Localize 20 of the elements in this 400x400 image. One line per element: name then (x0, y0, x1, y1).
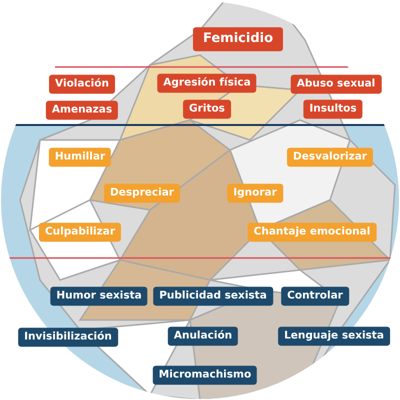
violence-label: Abuso sexual (290, 74, 382, 94)
violence-label: Despreciar (104, 184, 180, 202)
violence-label: Agresión física (157, 74, 257, 92)
violence-label: Publicidad sexista (153, 286, 273, 306)
violence-label: Ignorar (227, 184, 283, 202)
violence-label: Humillar (48, 148, 112, 166)
violence-label: Violación (49, 74, 115, 94)
violence-label: Desvalorizar (287, 148, 373, 166)
violence-label: Lenguaje sexista (278, 326, 390, 346)
violence-label: Chantaje emocional (248, 222, 376, 242)
violence-label: Culpabilizar (38, 222, 122, 242)
violence-label: Invisibilización (18, 328, 118, 346)
violence-label: Insultos (303, 100, 363, 118)
violence-label: Anulación (168, 326, 238, 346)
violence-label: Controlar (281, 286, 349, 306)
violence-label: Humor sexista (50, 286, 148, 306)
violence-label: Femicidio (192, 27, 284, 51)
violence-label: Amenazas (46, 100, 118, 120)
violence-label: Gritos (183, 100, 231, 118)
violence-label: Micromachismo (152, 366, 258, 384)
